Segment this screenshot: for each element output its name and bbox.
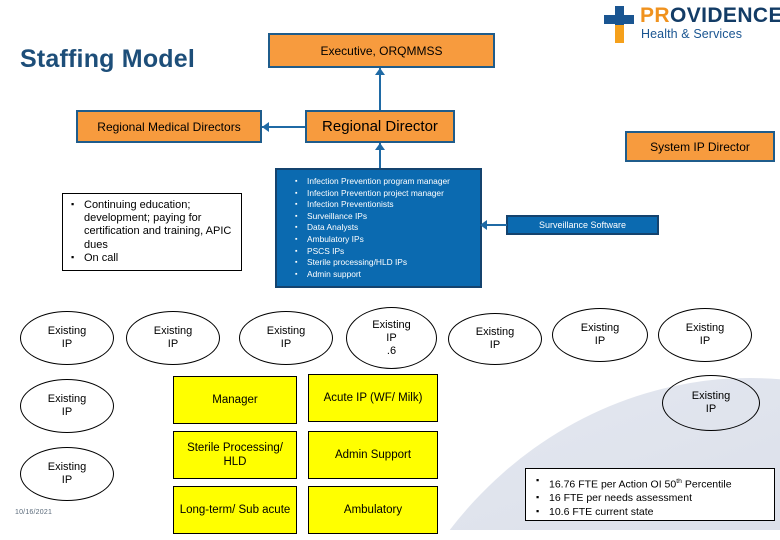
- cross-icon: [604, 6, 634, 43]
- list-item: Surveillance IPs: [294, 211, 476, 223]
- list-item: Infection Prevention program manager: [294, 176, 476, 188]
- list-item: Infection Prevention project manager: [294, 188, 476, 200]
- notes-list: Continuing education; development; payin…: [63, 194, 241, 265]
- oval-existing-ip[interactable]: Existing IP: [20, 379, 114, 433]
- bottom-fade-strip: [0, 530, 780, 540]
- node-admin-support[interactable]: Admin Support: [308, 431, 438, 479]
- oval-existing-ip[interactable]: Existing IP: [20, 447, 114, 501]
- list-item: Infection Preventionists: [294, 199, 476, 211]
- notes-fte-summary: 16.76 FTE per Action OI 50th Percentile …: [525, 468, 775, 521]
- logo-tagline: Health & Services: [641, 27, 743, 41]
- fte-line1-post: Percentile: [681, 478, 732, 491]
- node-regional-medical-directors[interactable]: Regional Medical Directors: [76, 110, 262, 143]
- oval-existing-ip[interactable]: Existing IP: [658, 308, 752, 362]
- arrow-up-to-executive: [375, 68, 385, 75]
- list-item: On call: [71, 251, 235, 265]
- connector-roles-to-regional-director: [379, 143, 381, 169]
- node-ip-roles-list[interactable]: Infection Prevention program manager Inf…: [275, 168, 482, 288]
- node-long-term-sub-acute[interactable]: Long-term/ Sub acute: [173, 486, 297, 534]
- connector-regional-to-executive: [379, 68, 381, 110]
- oval-existing-ip[interactable]: Existing IP: [552, 308, 648, 362]
- node-system-ip-director[interactable]: System IP Director: [625, 131, 775, 162]
- arrow-left-to-rmd: [262, 122, 269, 132]
- list-item: 16 FTE per needs assessment: [536, 491, 770, 506]
- list-item: 16.76 FTE per Action OI 50th Percentile: [536, 474, 770, 492]
- oval-existing-ip[interactable]: Existing IP: [126, 311, 220, 365]
- logo-wordmark-prefix: PR: [640, 4, 670, 27]
- arrow-up-to-regional-director: [375, 143, 385, 150]
- fte-line1-superscript: th: [676, 478, 682, 485]
- notes-continuing-education: Continuing education; development; payin…: [62, 193, 242, 271]
- list-item: Data Analysts: [294, 222, 476, 234]
- logo-wordmark-rest: OVIDENCE: [669, 4, 780, 27]
- node-acute-ip[interactable]: Acute IP (WF/ Milk): [308, 374, 438, 422]
- oval-existing-ip[interactable]: Existing IP: [239, 311, 333, 365]
- list-item: Admin support: [294, 269, 476, 281]
- node-ambulatory[interactable]: Ambulatory: [308, 486, 438, 534]
- node-sterile-processing-hld[interactable]: Sterile Processing/ HLD: [173, 431, 297, 479]
- oval-existing-ip[interactable]: Existing IP: [448, 313, 542, 365]
- list-item: PSCS IPs: [294, 246, 476, 258]
- node-executive[interactable]: Executive, ORQMMSS: [268, 33, 495, 68]
- list-item: Sterile processing/HLD IPs: [294, 257, 476, 269]
- list-item: Ambulatory IPs: [294, 234, 476, 246]
- arrow-left-to-roles-box: [480, 220, 487, 230]
- datestamp: 10/16/2021: [15, 509, 53, 516]
- node-surveillance-software[interactable]: Surveillance Software: [506, 215, 659, 235]
- page-title: Staffing Model: [20, 45, 196, 73]
- list-item: 10.6 FTE current state: [536, 505, 770, 520]
- oval-existing-ip[interactable]: Existing IP .6: [346, 307, 437, 369]
- connector-regional-director-to-rmd: [262, 126, 305, 128]
- connector-surveillance-horizontal: [487, 224, 507, 226]
- fte-list: 16.76 FTE per Action OI 50th Percentile …: [526, 469, 774, 519]
- fte-line1-pre: 16.76 FTE per Action OI 50: [549, 478, 677, 491]
- roles-list: Infection Prevention program manager Inf…: [277, 170, 480, 280]
- list-item: Continuing education; development; payin…: [71, 198, 235, 252]
- logo-wordmark: PROVIDENCE: [640, 5, 780, 27]
- node-regional-director[interactable]: Regional Director: [305, 110, 455, 143]
- node-manager[interactable]: Manager: [173, 376, 297, 424]
- cross-vertical-bar-orange: [615, 25, 624, 43]
- providence-logo: PROVIDENCE Health & Services: [600, 3, 780, 45]
- oval-existing-ip[interactable]: Existing IP: [20, 311, 114, 365]
- cross-vertical-bar: [615, 6, 624, 43]
- oval-existing-ip[interactable]: Existing IP: [662, 375, 760, 431]
